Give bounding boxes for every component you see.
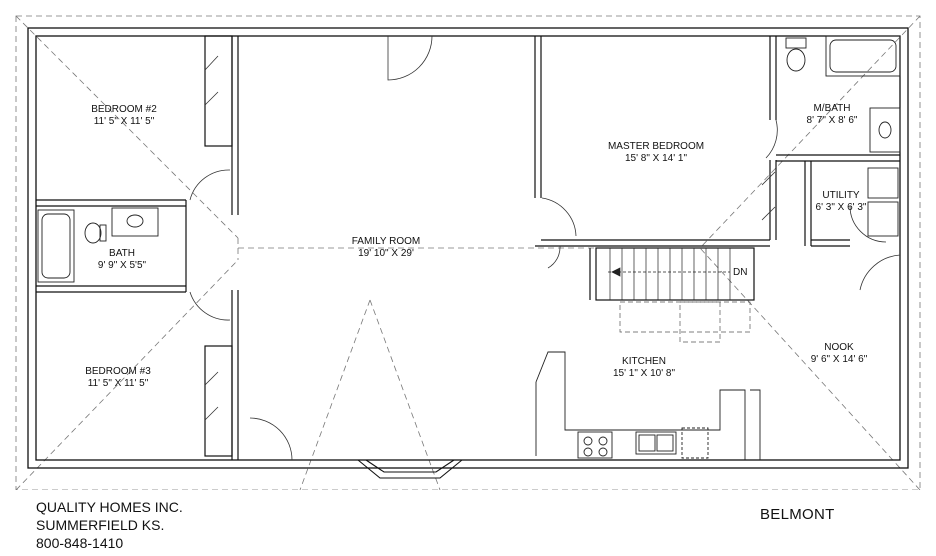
master-name: MASTER BEDROOM <box>608 141 704 152</box>
master-size: 15' 8" X 14' 1" <box>625 153 688 164</box>
bedroom3-size: 11' 5" X 11' 5" <box>88 378 149 389</box>
mbath-name: M/BATH <box>813 103 850 114</box>
company-name: QUALITY HOMES INC. <box>36 499 183 515</box>
company-phone: 800-848-1410 <box>36 535 124 551</box>
bath-size: 9' 9" X 5'5" <box>98 260 147 271</box>
kitchen-size: 15' 1" X 10' 8" <box>613 368 676 379</box>
stair-landing <box>619 301 751 343</box>
model-name: BELMONT <box>760 506 835 523</box>
door-swings <box>189 35 901 461</box>
mbath-size: 8' 7" X 8' 6" <box>807 115 858 126</box>
washer-dryer-icon <box>867 167 899 237</box>
dishwasher-icon <box>681 427 709 459</box>
bathtub-icon <box>37 209 75 283</box>
family-size: 19' 10" X 29' <box>358 248 414 259</box>
utility-name: UTILITY <box>822 190 860 201</box>
roof-outline <box>15 15 921 490</box>
kitchen-sink-icon <box>635 431 677 455</box>
toilet-icon <box>84 222 107 244</box>
nook-size: 9' 6" X 14' 6" <box>811 354 868 365</box>
master-tub-icon <box>825 35 901 77</box>
bedroom2-name: BEDROOM #2 <box>91 104 157 115</box>
master-sink-icon <box>869 107 901 153</box>
stair-treads <box>608 248 731 300</box>
room-labels: BEDROOM #2 11' 5" X 11' 5" BATH 9' 9" X … <box>85 103 867 389</box>
bedroom3-name: BEDROOM #3 <box>85 366 151 377</box>
utility-size: 6' 3" X 6' 3" <box>816 202 867 213</box>
bedroom2-size: 11' 5" X 11' 5" <box>94 116 155 127</box>
sink-icon <box>111 207 159 237</box>
exterior-walls <box>27 27 909 469</box>
bay-window <box>357 459 463 479</box>
bath-name: BATH <box>109 248 135 259</box>
kitchen-name: KITCHEN <box>622 356 666 367</box>
company-location: SUMMERFIELD KS. <box>36 517 165 533</box>
range-icon <box>577 431 613 459</box>
floor-plan: DN <box>15 15 921 490</box>
family-name: FAMILY ROOM <box>352 236 421 247</box>
kitchen-counters <box>535 351 761 460</box>
interior-walls <box>36 35 900 460</box>
company-info: QUALITY HOMES INC. SUMMERFIELD KS. 800-8… <box>36 498 183 552</box>
master-toilet-icon <box>785 37 807 72</box>
stair-down-label: DN <box>733 267 747 278</box>
nook-name: NOOK <box>824 342 854 353</box>
